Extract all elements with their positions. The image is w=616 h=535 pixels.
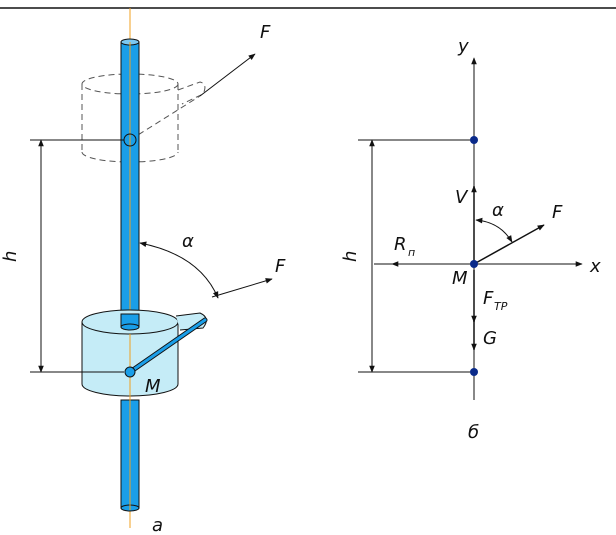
force-arrow-lower — [211, 278, 273, 298]
label-height: h — [0, 251, 21, 262]
figure-a: F F h α M a — [0, 8, 286, 535]
label-caption-b: б — [468, 422, 479, 443]
height-dimension — [30, 139, 124, 373]
label-point-m: M — [145, 376, 161, 397]
angle-arc — [139, 241, 219, 299]
height-dimension-b — [358, 139, 470, 373]
label-friction-sub: ТР — [494, 300, 508, 313]
dot-m — [470, 260, 478, 268]
rod — [120, 38, 140, 512]
dot-bottom — [470, 368, 478, 376]
label-force-b: F — [552, 202, 563, 223]
label-friction: F — [483, 288, 494, 309]
ghost-cable — [129, 95, 201, 141]
label-axis-y: y — [457, 36, 469, 57]
label-angle-b: α — [492, 200, 504, 221]
label-force-upper: F — [260, 22, 271, 43]
label-point-m-b: M — [452, 268, 468, 289]
force-arrow — [473, 224, 545, 265]
label-axis-x: x — [589, 256, 601, 277]
figure-b: y x F α V R п M F ТР G h б — [340, 36, 601, 443]
label-force-lower: F — [275, 256, 286, 277]
label-angle: α — [182, 231, 194, 252]
point-m — [124, 366, 136, 378]
dot-top — [470, 136, 478, 144]
label-reaction-sub: п — [408, 246, 415, 259]
label-caption-a: a — [152, 515, 163, 535]
label-height-b: h — [340, 251, 361, 262]
label-velocity: V — [455, 187, 469, 208]
ghost-cup — [81, 73, 206, 163]
force-arrow-upper — [199, 53, 256, 97]
label-reaction: R — [394, 234, 407, 255]
angle-arc-b — [475, 217, 513, 243]
cup — [81, 309, 207, 400]
label-gravity: G — [483, 328, 497, 349]
